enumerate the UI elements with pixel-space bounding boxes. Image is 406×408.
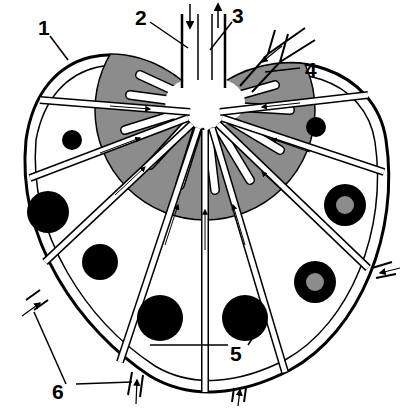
callout-number: 1 — [36, 16, 52, 39]
callout-number: 5 — [228, 342, 244, 365]
leader-lines — [34, 22, 300, 384]
callout-number: 3 — [230, 4, 246, 27]
callout-number: 2 — [133, 6, 149, 29]
callout-number: 6 — [50, 380, 66, 403]
callout-number: 4 — [303, 58, 319, 81]
